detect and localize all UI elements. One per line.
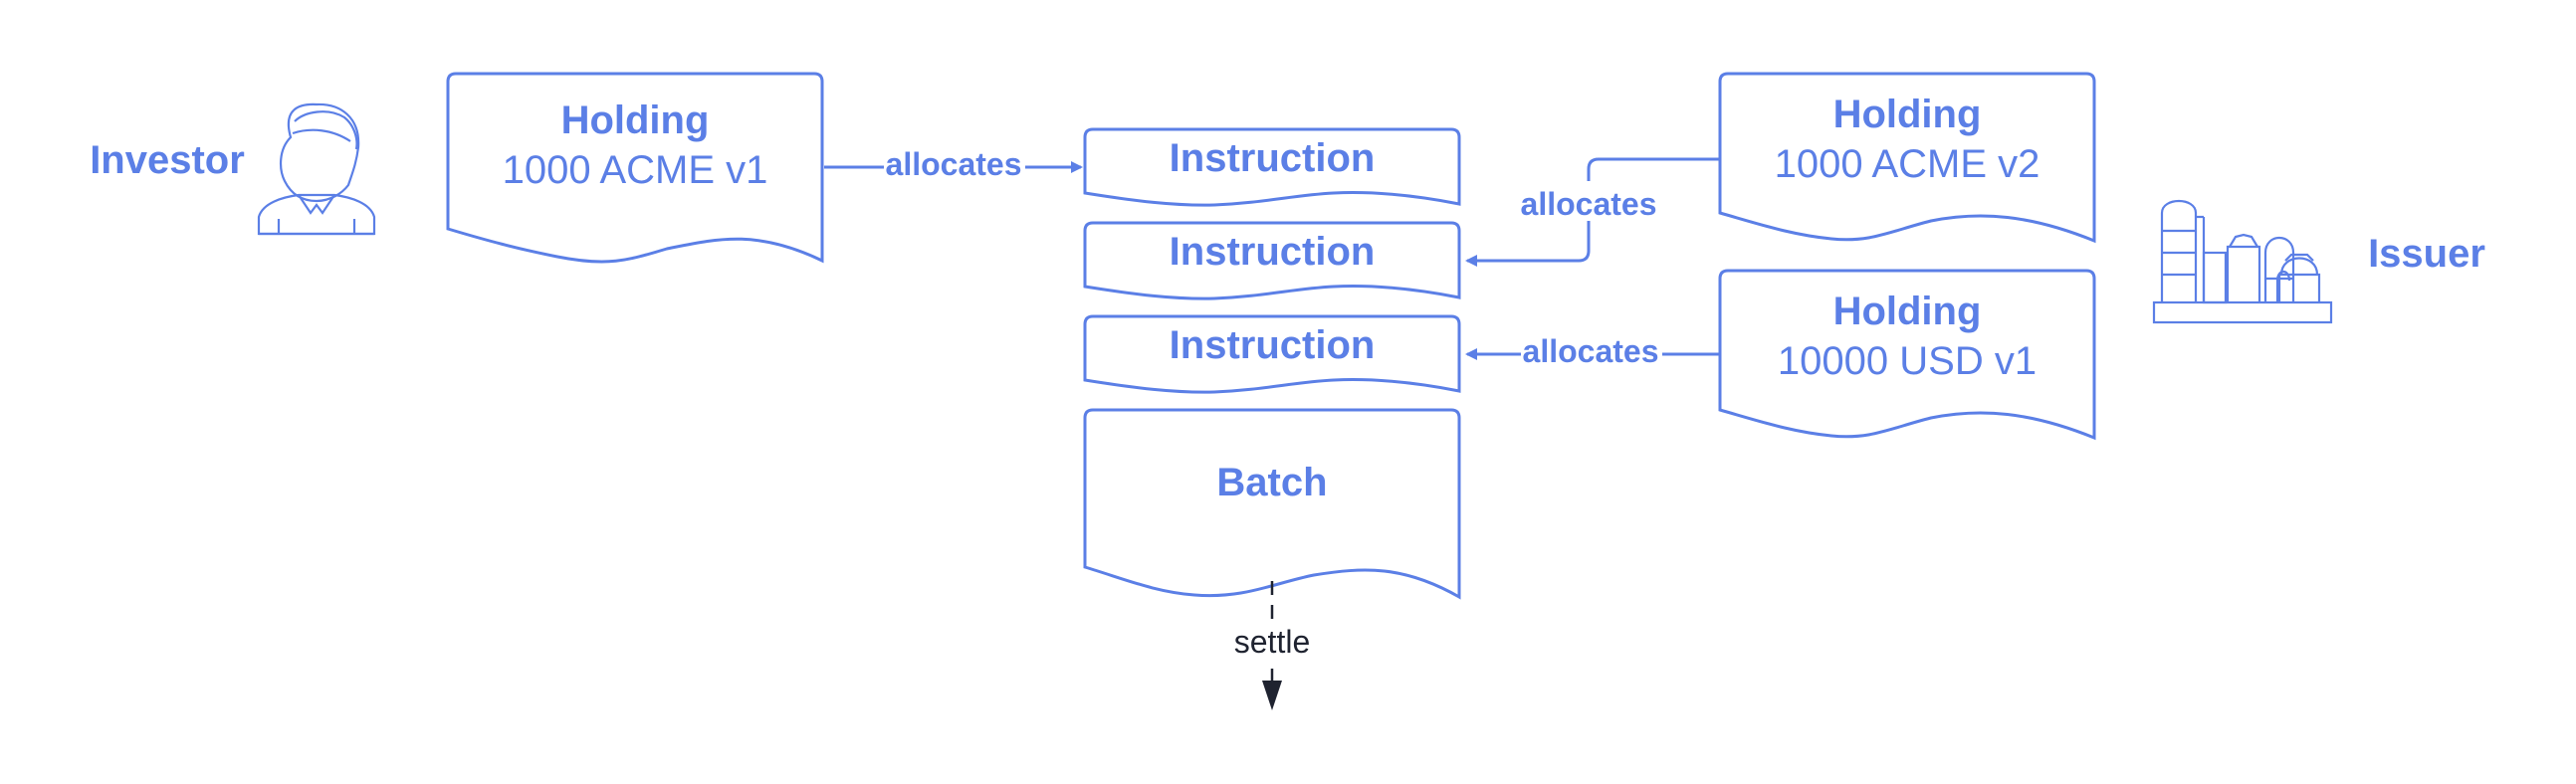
investor-allocates-label: allocates	[886, 146, 1022, 182]
issuer-label: Issuer	[2368, 232, 2485, 276]
issuer-usd-holding-title: Holding	[1833, 290, 1982, 333]
issuer-acme-allocates-edge-a	[1587, 157, 1720, 181]
factory-icon	[2152, 200, 2333, 324]
instruction-shape-1[interactable]	[1083, 127, 1461, 207]
batch-label: Batch	[1216, 461, 1327, 504]
investor-label: Investor	[90, 138, 245, 182]
issuer-acme-allocates-edge-b	[1465, 221, 1591, 267]
instruction-label-1: Instruction	[1170, 136, 1376, 180]
issuer-acme-holding-value: 1000 ACME v2	[1775, 142, 2040, 186]
issuer-usd-holding-shape[interactable]	[1718, 269, 2096, 441]
investor-holding-title: Holding	[561, 98, 710, 142]
person-icon	[257, 102, 376, 236]
investor-holding-shape[interactable]	[446, 72, 824, 264]
issuer-acme-holding-shape[interactable]	[1718, 72, 2096, 244]
issuer-acme-holding-title: Holding	[1833, 93, 1982, 136]
settle-arrowhead	[1262, 681, 1282, 710]
investor-holding-value: 1000 ACME v1	[503, 148, 768, 192]
issuer-usd-allocates-label: allocates	[1523, 333, 1659, 369]
issuer-acme-allocates-label: allocates	[1521, 186, 1657, 222]
issuer-usd-holding-value: 10000 USD v1	[1778, 339, 2037, 383]
settle-label: settle	[1234, 624, 1310, 660]
instruction-label-3: Instruction	[1170, 323, 1376, 367]
instruction-label-2: Instruction	[1170, 230, 1376, 274]
instruction-shape-3[interactable]	[1083, 314, 1461, 394]
instruction-shape-2[interactable]	[1083, 221, 1461, 300]
